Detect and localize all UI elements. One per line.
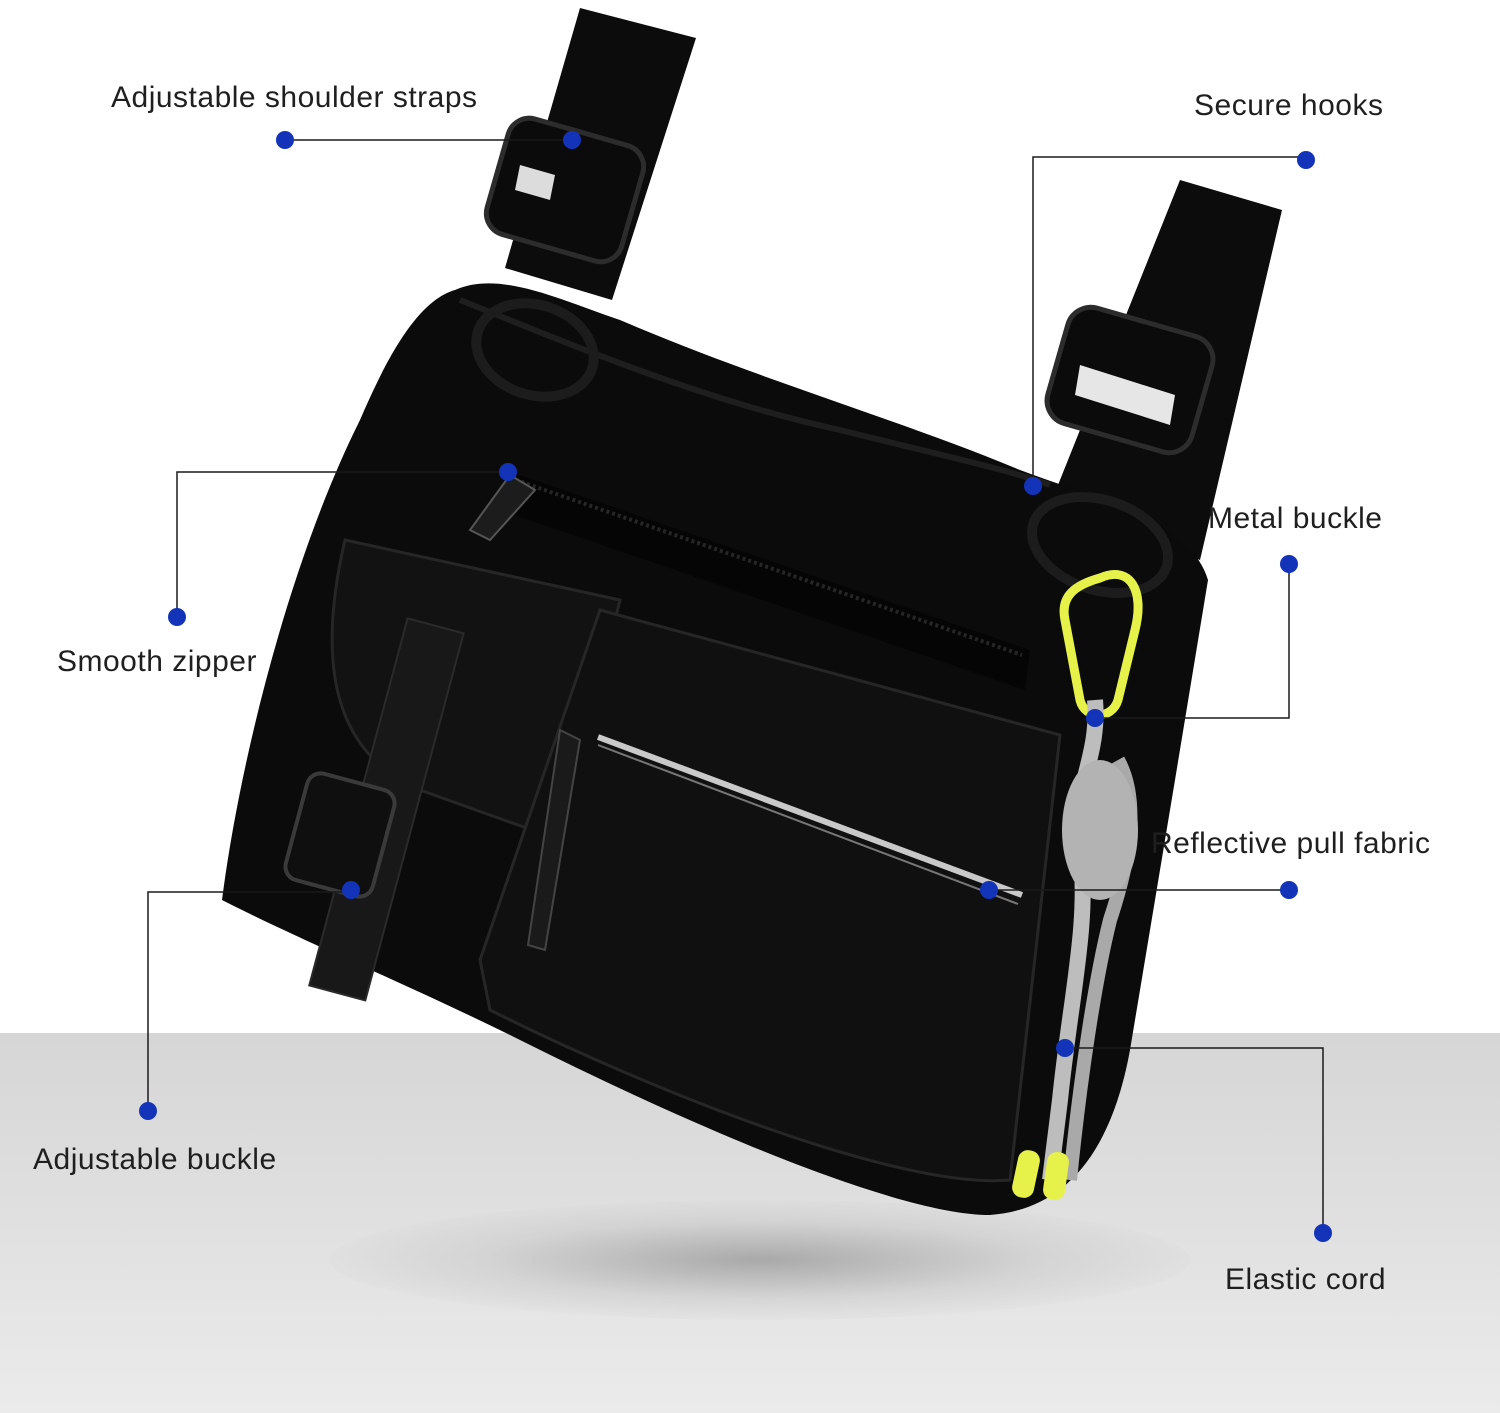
main-zipper-teeth xyxy=(509,476,1023,657)
label-metal-buckle: Metal buckle xyxy=(1208,502,1383,535)
label-adjustable-shoulder-straps: Adjustable shoulder straps xyxy=(111,81,478,114)
callout-dot-reflective-pull-start xyxy=(980,881,998,899)
top-left-buckle xyxy=(483,115,647,265)
callout-dot-smooth-zipper-end xyxy=(499,463,517,481)
cord-tip-1 xyxy=(1012,1150,1040,1198)
callout-dot-metal-buckle-start xyxy=(1280,555,1298,573)
adjustable-buckle-shape xyxy=(283,771,397,899)
callout-dot-elastic-cord-start xyxy=(1056,1039,1074,1057)
callout-dot-secure-hooks-end xyxy=(1024,477,1042,495)
label-reflective-pull-fabric: Reflective pull fabric xyxy=(1151,827,1431,860)
front-zipper-pull xyxy=(526,728,582,952)
bag-shadow xyxy=(330,1200,1190,1320)
left-d-ring xyxy=(471,298,599,402)
reflective-strip xyxy=(596,734,1024,898)
callout-dot-elastic-cord-end xyxy=(1314,1224,1332,1242)
callout-dot-smooth-zipper-start xyxy=(168,608,186,626)
callout-dot-reflective-pull-end xyxy=(1280,881,1298,899)
callout-dot-adjustable-buckle-start xyxy=(139,1102,157,1120)
callout-dot-metal-buckle-end xyxy=(1086,709,1104,727)
callout-line-elastic-cord xyxy=(1065,1047,1324,1233)
top-right-buckle xyxy=(1044,304,1216,456)
label-secure-hooks: Secure hooks xyxy=(1194,89,1384,122)
reflective-strip-inner xyxy=(597,744,1019,905)
callout-line-metal-buckle xyxy=(1095,564,1290,719)
callout-line-smooth-zipper xyxy=(176,471,508,617)
callout-dot-secure-hooks-start xyxy=(1297,151,1315,169)
cord-knot xyxy=(1062,760,1138,900)
callout-line-secure-hooks xyxy=(1032,156,1306,486)
callout-line-adjustable-buckle xyxy=(147,891,351,1111)
label-adjustable-buckle: Adjustable buckle xyxy=(33,1143,277,1176)
main-zipper xyxy=(500,470,1030,690)
callout-dot-shoulder-straps-start xyxy=(276,131,294,149)
top-left-buckle-slot xyxy=(515,165,555,200)
top-right-buckle-slot xyxy=(1075,365,1175,425)
callout-dot-adjustable-buckle-end xyxy=(342,881,360,899)
front-pocket xyxy=(478,608,1062,1183)
callout-dot-shoulder-straps-end xyxy=(563,131,581,149)
label-smooth-zipper: Smooth zipper xyxy=(57,645,257,678)
back-panel-edge xyxy=(458,297,1052,488)
zipper-pull xyxy=(468,473,537,542)
label-elastic-cord: Elastic cord xyxy=(1225,1263,1387,1296)
carabiner xyxy=(1059,570,1143,720)
cord-tip-2 xyxy=(1043,1151,1069,1201)
